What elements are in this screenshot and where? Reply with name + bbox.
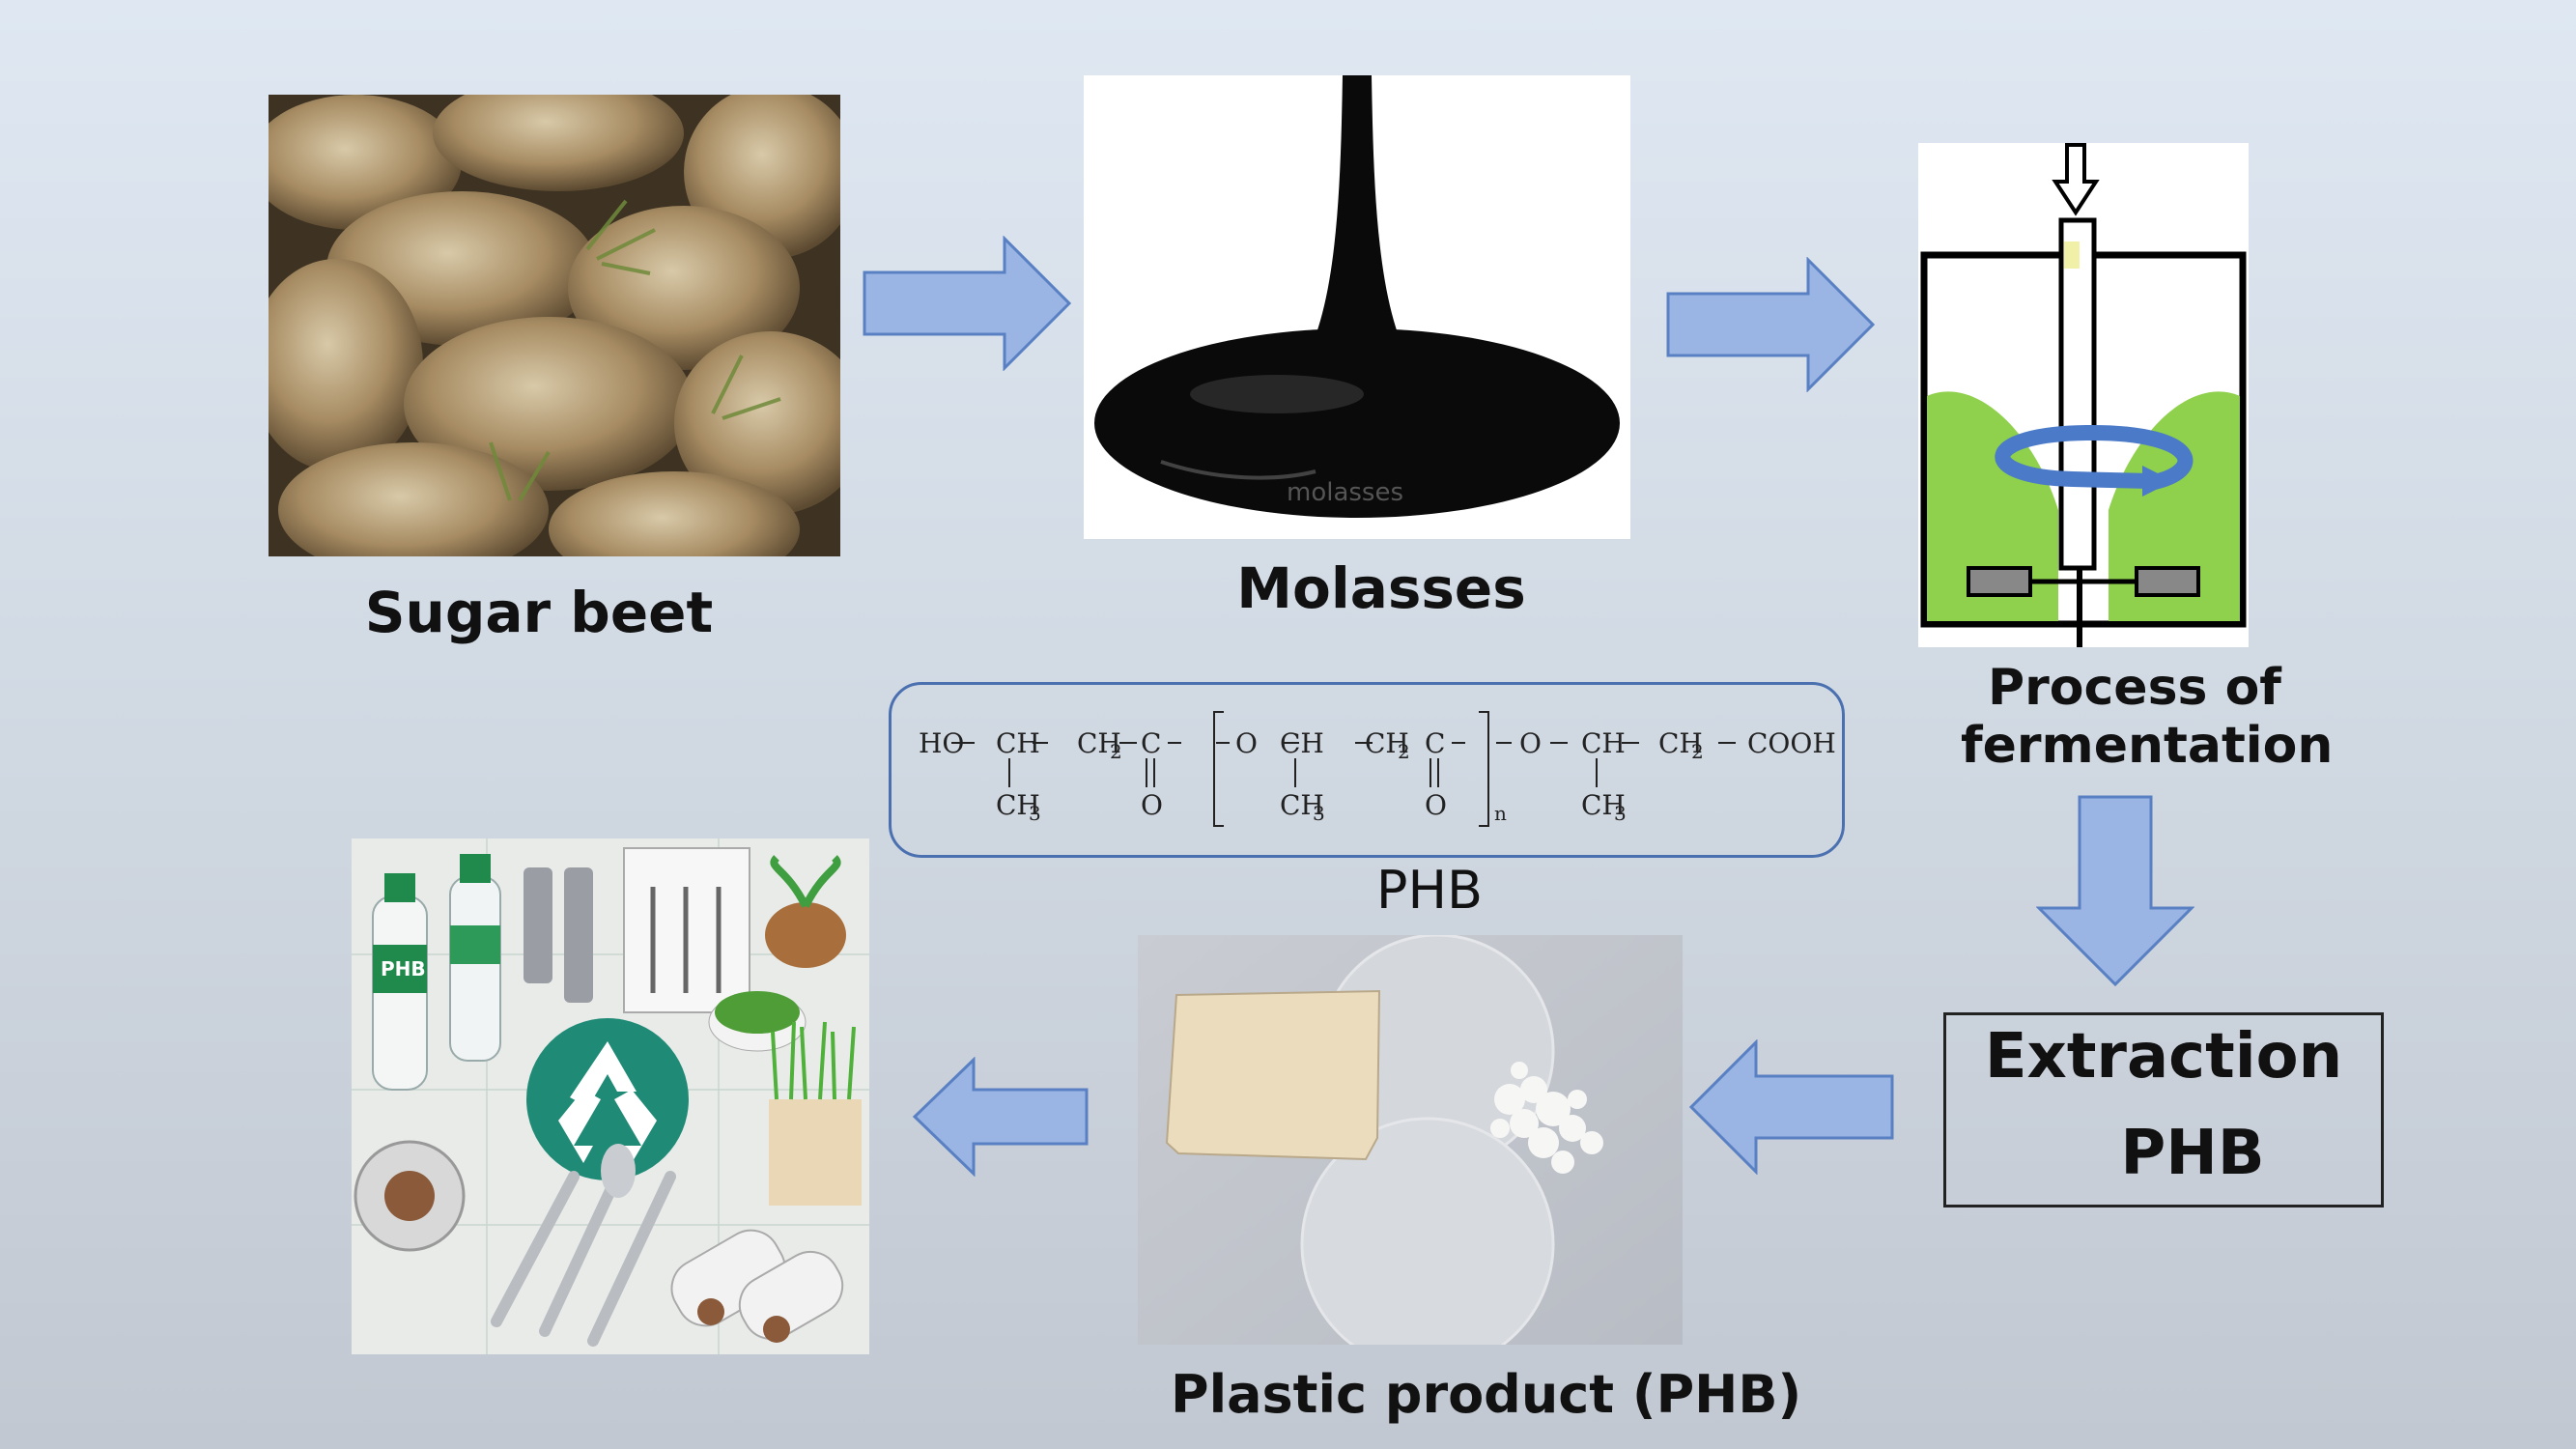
plastic-product-image xyxy=(1138,935,1683,1345)
svg-text:CH: CH xyxy=(996,727,1040,759)
svg-text:3: 3 xyxy=(1029,802,1041,825)
phb-structural-formula: HO CH CH 3 CH 2 C O O CH CH 3 CH 2 C O n… xyxy=(919,711,1836,827)
fermenter-diagram xyxy=(1918,143,2249,647)
phb-formula-caption: PHB xyxy=(1375,860,1484,921)
bottle-label: PHB xyxy=(381,957,426,980)
svg-text:COOH: COOH xyxy=(1747,727,1836,759)
svg-text:3: 3 xyxy=(1313,802,1325,825)
extraction-label-line1: Extraction xyxy=(1984,1021,2343,1093)
fermentation-label-line2: fermentation xyxy=(1961,717,2334,775)
fermentation-label-line1: Process of xyxy=(1988,659,2281,717)
svg-text:2: 2 xyxy=(1398,740,1410,763)
svg-text:C: C xyxy=(1425,727,1445,759)
svg-text:C: C xyxy=(1141,727,1161,759)
molasses-image: molasses xyxy=(1084,75,1630,539)
plastic-product-label: Plastic product (PHB) xyxy=(1171,1364,1802,1425)
svg-text:CH: CH xyxy=(1658,727,1703,759)
svg-text:CH: CH xyxy=(1280,727,1324,759)
svg-text:O: O xyxy=(1519,727,1542,759)
arrow-left-icon xyxy=(1688,1039,1895,1175)
svg-text:CH: CH xyxy=(996,789,1040,821)
molasses-label: Molasses xyxy=(1236,555,1526,621)
arrow-right-icon xyxy=(862,236,1072,371)
molasses-watermark: molasses xyxy=(1287,478,1403,507)
svg-text:O: O xyxy=(1235,727,1258,759)
sugar-beet-image xyxy=(269,95,840,556)
svg-text:CH: CH xyxy=(1581,727,1626,759)
svg-text:n: n xyxy=(1494,802,1507,825)
extraction-box: Extraction PHB xyxy=(1943,1012,2384,1208)
phb-products-image: PHB xyxy=(352,838,869,1354)
svg-text:CH: CH xyxy=(1581,789,1626,821)
svg-text:3: 3 xyxy=(1614,802,1627,825)
svg-text:CH: CH xyxy=(1280,789,1324,821)
svg-text:2: 2 xyxy=(1110,740,1122,763)
phb-formula-box: HO CH CH 3 CH 2 C O O CH CH 3 CH 2 C O n… xyxy=(889,682,1845,858)
arrow-left-icon xyxy=(912,1057,1090,1177)
svg-text:CH: CH xyxy=(1077,727,1121,759)
svg-text:O: O xyxy=(1141,789,1163,821)
recycle-icon xyxy=(558,1041,657,1163)
formula-ho: HO xyxy=(919,727,964,759)
sugar-beet-label: Sugar beet xyxy=(364,580,714,645)
arrow-down-icon xyxy=(2036,794,2194,987)
svg-text:CH: CH xyxy=(1365,727,1409,759)
extraction-label-line2: PHB xyxy=(2120,1118,2265,1189)
svg-text:O: O xyxy=(1425,789,1447,821)
svg-text:2: 2 xyxy=(1691,740,1704,763)
arrow-right-icon xyxy=(1665,257,1876,392)
